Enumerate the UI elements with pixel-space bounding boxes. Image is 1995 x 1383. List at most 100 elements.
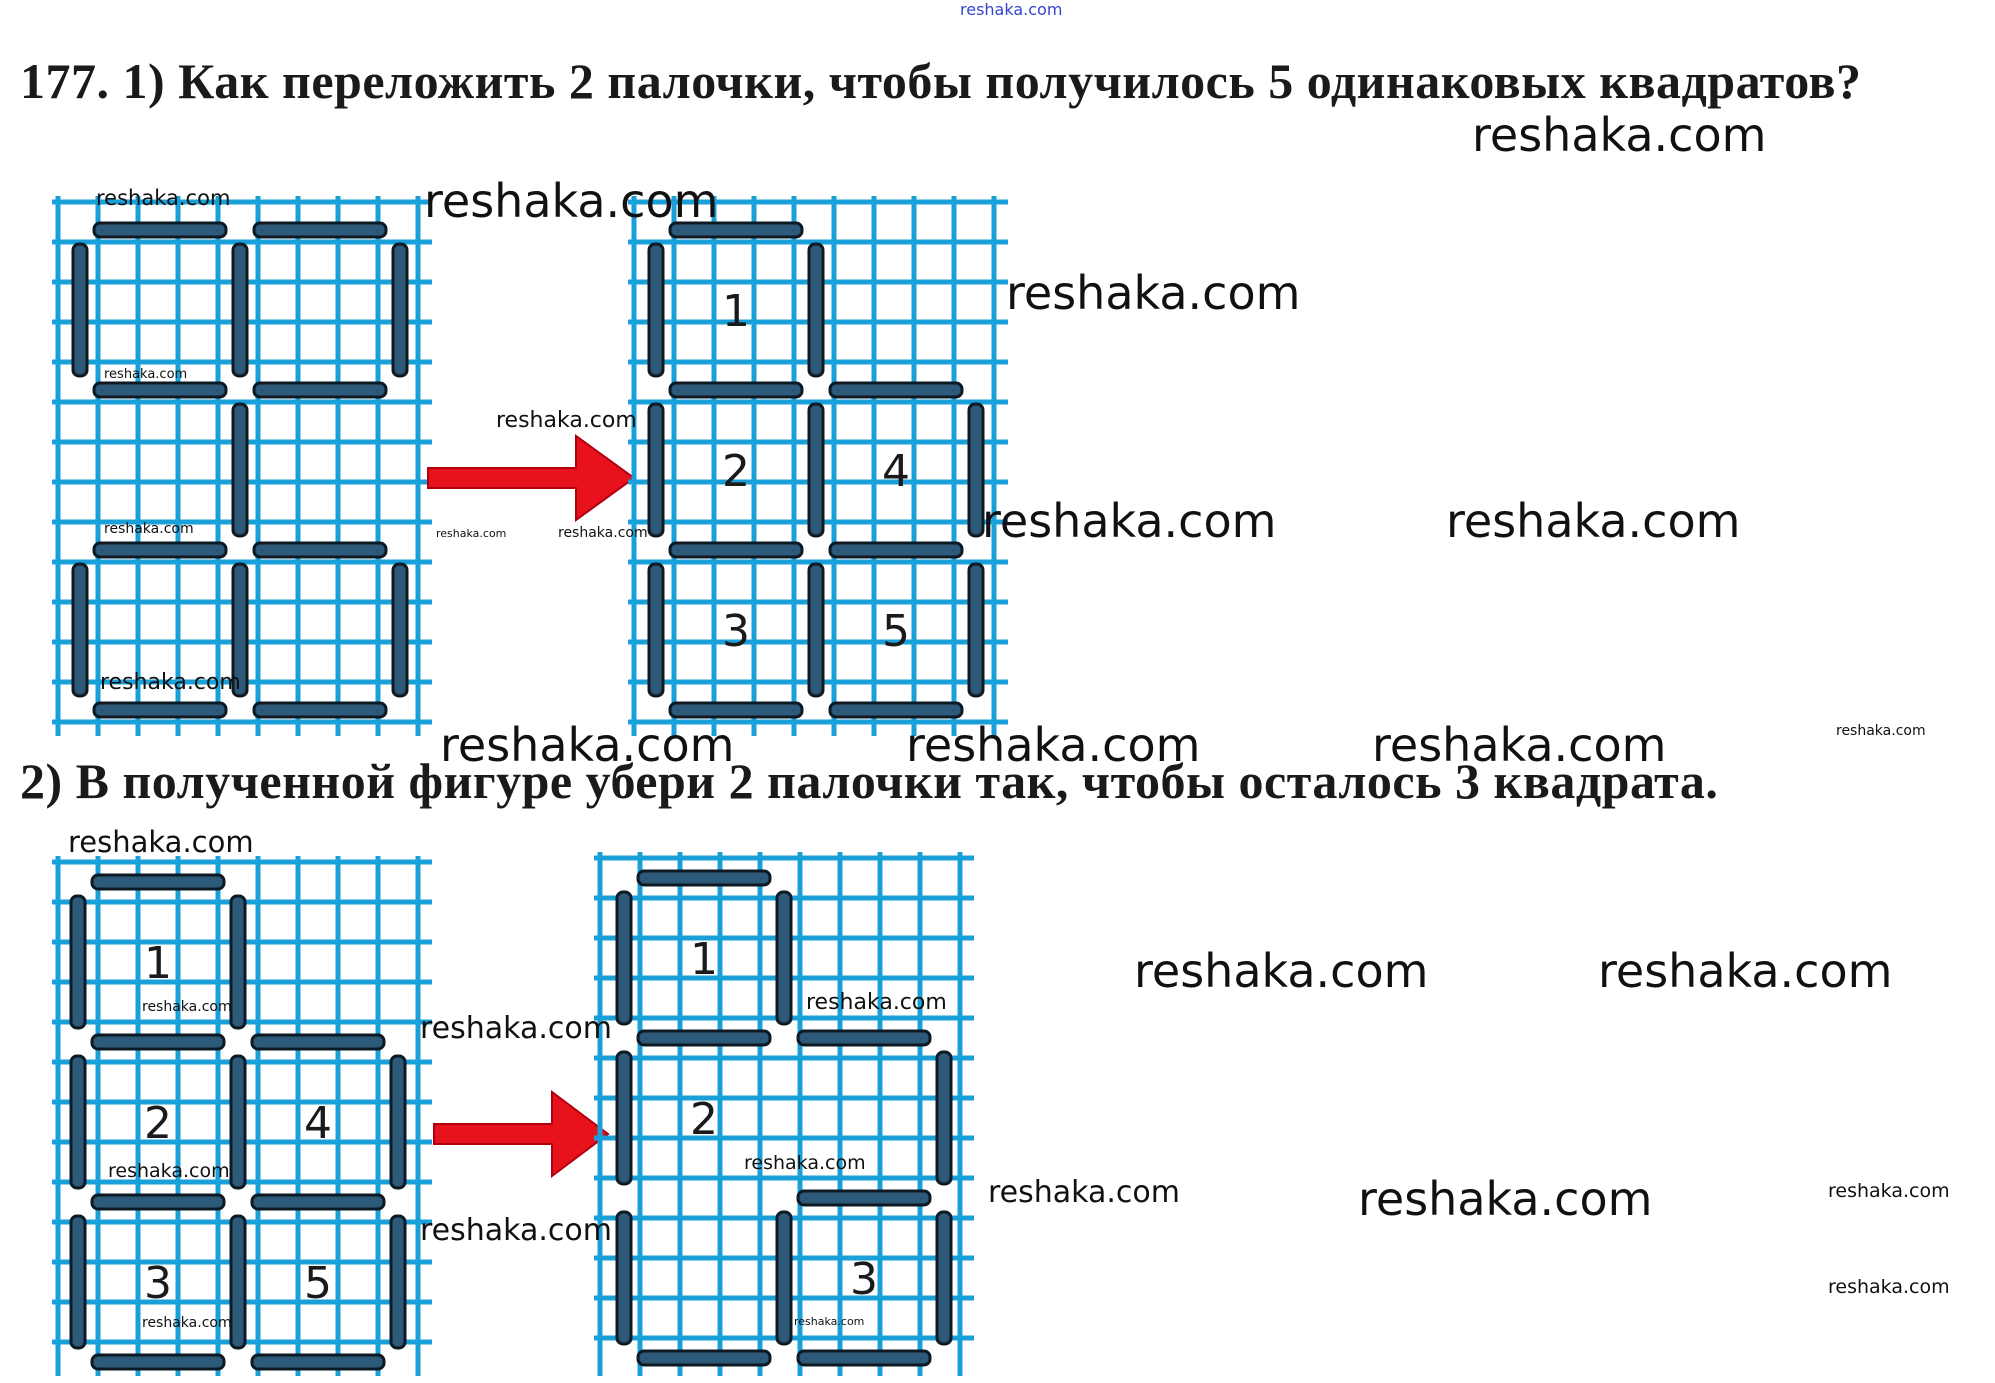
watermark: reshaka.com (424, 174, 719, 228)
watermark: reshaka.com (496, 408, 637, 433)
arrow-1 (427, 434, 636, 522)
square-number: 4 (304, 1098, 332, 1149)
matchstick-horizontal (636, 1349, 772, 1367)
matchstick-vertical (775, 1210, 793, 1346)
matchstick-horizontal (668, 541, 804, 559)
figure-1-before (52, 196, 432, 736)
matchstick-horizontal (828, 701, 964, 719)
square-number: 2 (690, 1094, 718, 1145)
matchstick-horizontal (828, 541, 964, 559)
watermark: reshaka.com (108, 1160, 230, 1182)
square-number: 3 (722, 606, 750, 657)
matchstick-horizontal (252, 221, 388, 239)
matchstick-vertical (389, 1054, 407, 1190)
matchsticks (647, 221, 985, 719)
square-number: 2 (722, 446, 750, 497)
watermark: reshaka.com (1134, 944, 1429, 998)
watermark: reshaka.com (436, 527, 507, 540)
matchstick-vertical (71, 242, 89, 378)
matchstick-horizontal (250, 1193, 386, 1211)
watermark: reshaka.com (104, 367, 188, 382)
square-number: 4 (882, 446, 910, 497)
watermark: reshaka.com (1598, 944, 1893, 998)
watermark: reshaka.com (558, 525, 648, 541)
matchstick-vertical (807, 562, 825, 698)
matchstick-horizontal (92, 541, 228, 559)
square-number: 3 (850, 1254, 878, 1305)
task-1-heading: 177. 1) Как переложить 2 палочки, чтобы … (20, 53, 1862, 109)
matchstick-vertical (615, 1050, 633, 1186)
watermark: reshaka.com (420, 1011, 612, 1046)
watermark: reshaka.com (1372, 718, 1667, 772)
matchstick-horizontal (636, 1029, 772, 1047)
watermark: reshaka.com (440, 718, 735, 772)
matchstick-horizontal (636, 869, 772, 887)
square-number: 1 (722, 286, 750, 337)
matchstick-vertical (229, 1054, 247, 1190)
watermark: reshaka.com (100, 670, 241, 695)
matchstick-horizontal (90, 1033, 226, 1051)
square-number: 2 (144, 1098, 172, 1149)
square-number: 3 (144, 1258, 172, 1309)
task-2-heading: 2) В полученной фигуре убери 2 палочки т… (20, 753, 1719, 809)
matchstick-vertical (615, 1210, 633, 1346)
watermark: reshaka.com (960, 0, 1063, 19)
matchstick-vertical (807, 242, 825, 378)
watermark: reshaka.com (1828, 1276, 1950, 1298)
watermark: reshaka.com (1446, 494, 1741, 548)
matchstick-horizontal (796, 1189, 932, 1207)
matchstick-horizontal (252, 541, 388, 559)
figure-2-after: 123 (594, 852, 974, 1376)
matchstick-horizontal (796, 1029, 932, 1047)
watermark: reshaka.com (420, 1213, 612, 1248)
matchstick-horizontal (92, 381, 228, 399)
matchstick-vertical (967, 562, 985, 698)
matchstick-horizontal (828, 381, 964, 399)
watermark: reshaka.com (744, 1152, 866, 1174)
watermark: reshaka.com (68, 825, 254, 859)
matchstick-horizontal (90, 873, 226, 891)
matchstick-vertical (69, 894, 87, 1030)
matchstick-vertical (231, 402, 249, 538)
square-number: 1 (144, 938, 172, 989)
watermark: reshaka.com (104, 521, 194, 537)
matchsticks (69, 873, 407, 1371)
matchstick-vertical (615, 890, 633, 1026)
matchstick-vertical (935, 1210, 953, 1346)
matchstick-horizontal (90, 1353, 226, 1371)
watermark: reshaka.com (1836, 723, 1926, 739)
watermark: reshaka.com (1828, 1180, 1950, 1202)
matchstick-vertical (807, 402, 825, 538)
matchstick-vertical (389, 1214, 407, 1350)
matchstick-vertical (935, 1050, 953, 1186)
matchstick-vertical (647, 242, 665, 378)
matchstick-vertical (391, 562, 409, 698)
matchstick-vertical (229, 894, 247, 1030)
matchstick-vertical (775, 890, 793, 1026)
matchsticks (71, 221, 409, 719)
matchstick-horizontal (250, 1033, 386, 1051)
matchstick-horizontal (92, 221, 228, 239)
matchstick-horizontal (250, 1353, 386, 1371)
matchstick-horizontal (252, 701, 388, 719)
matchstick-vertical (71, 562, 89, 698)
watermark: reshaka.com (1472, 108, 1767, 162)
matchstick-vertical (647, 562, 665, 698)
watermark: reshaka.com (794, 1315, 865, 1328)
watermark: reshaka.com (988, 1175, 1180, 1210)
matchstick-vertical (69, 1054, 87, 1190)
matchstick-vertical (229, 1214, 247, 1350)
matchstick-horizontal (668, 701, 804, 719)
matchstick-horizontal (668, 381, 804, 399)
square-number: 5 (882, 606, 910, 657)
watermark: reshaka.com (806, 990, 947, 1015)
matchstick-vertical (967, 402, 985, 538)
matchstick-horizontal (90, 1193, 226, 1211)
arrow-2 (433, 1090, 610, 1178)
watermark: reshaka.com (1006, 266, 1301, 320)
watermark: reshaka.com (96, 186, 231, 210)
matchstick-vertical (391, 242, 409, 378)
watermark: reshaka.com (142, 999, 232, 1015)
watermark: reshaka.com (906, 718, 1201, 772)
